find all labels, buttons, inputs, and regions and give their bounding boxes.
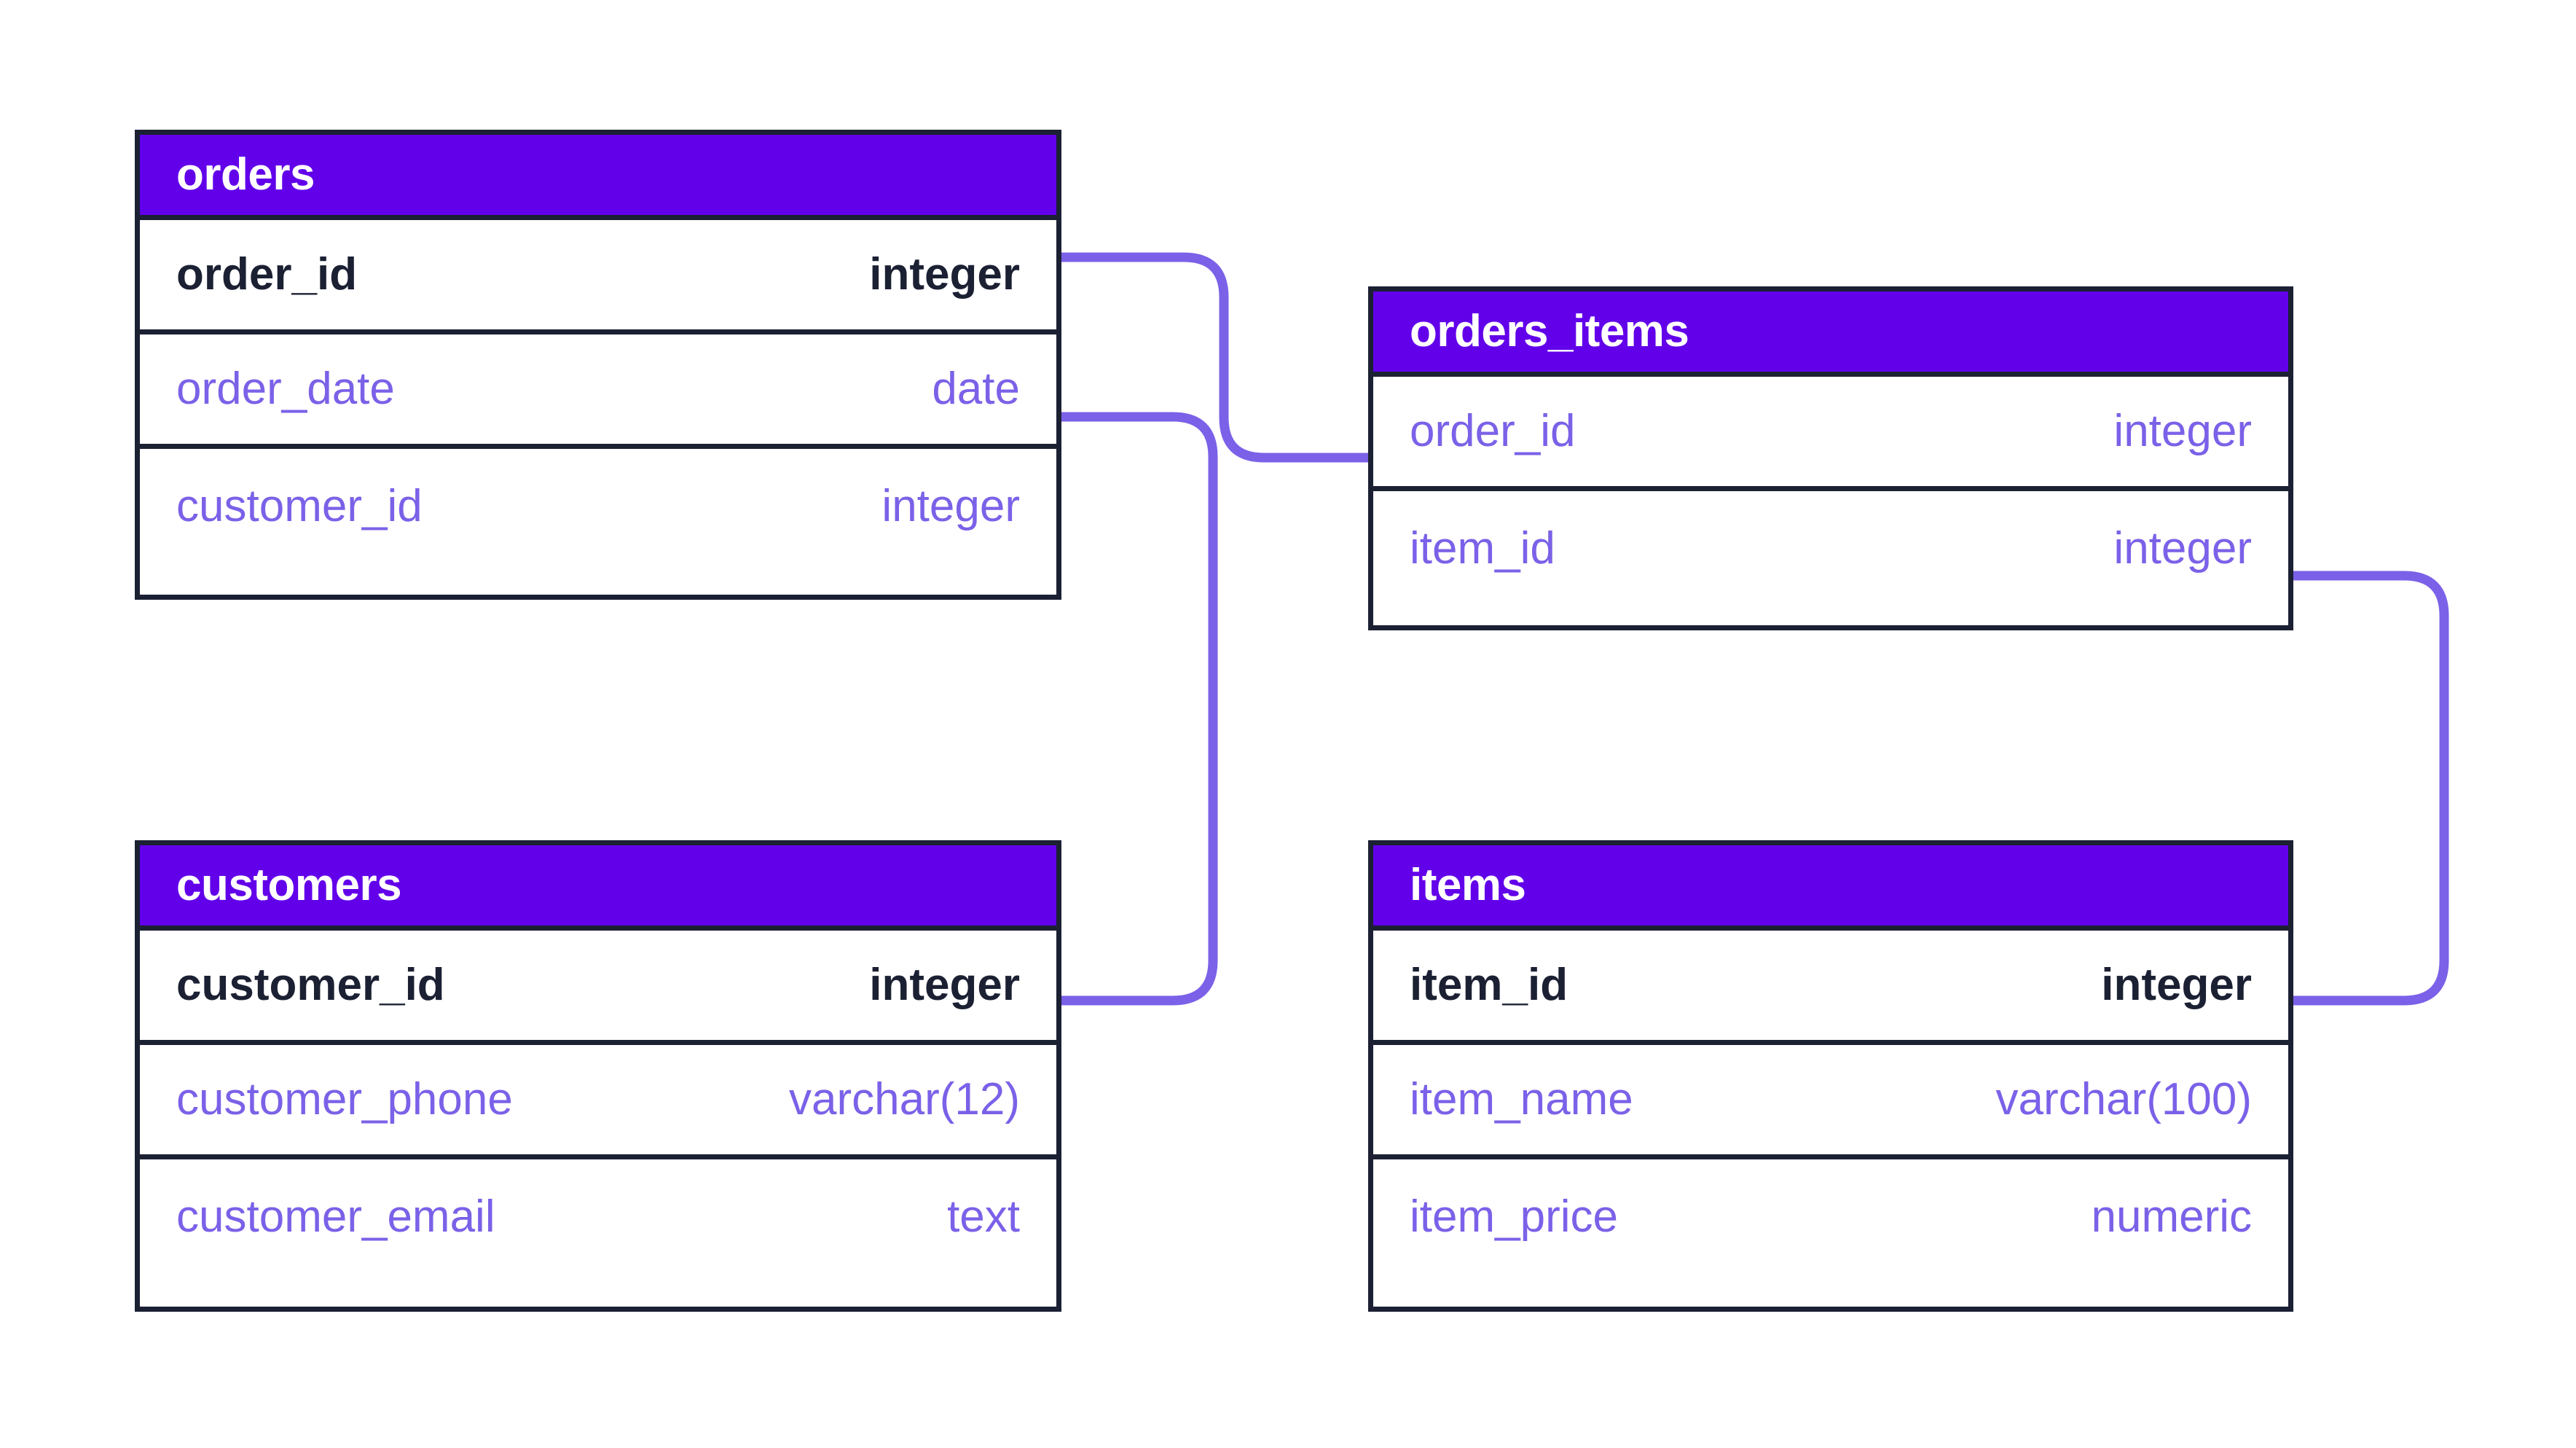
field-type-orders-items-item-id: integer [2113, 523, 2252, 574]
entity-table-customers[interactable]: customers customer_id integer customer_p… [135, 840, 1061, 1312]
field-row-orders-order-id[interactable]: order_id integer [140, 220, 1056, 334]
field-name-order-date: order_date [176, 364, 395, 414]
field-type-customers-customer-id: integer [869, 960, 1020, 1010]
field-type-orders-items-order-id: integer [2113, 406, 2252, 456]
field-row-items-item-name[interactable]: item_name varchar(100) [1373, 1045, 2288, 1159]
field-type-items-item-id: integer [2101, 960, 2252, 1010]
entity-header-orders[interactable]: orders [140, 135, 1056, 220]
field-name-item-price: item_price [1410, 1191, 1618, 1242]
field-name-item-name: item_name [1410, 1074, 1633, 1124]
field-row-orders-items-item-id[interactable]: item_id integer [1373, 491, 2288, 606]
field-type-customer-email: text [947, 1191, 1020, 1242]
field-row-orders-order-date[interactable]: order_date date [140, 334, 1056, 449]
field-type-order-date: date [932, 364, 1020, 414]
entity-header-items[interactable]: items [1373, 845, 2288, 931]
entity-title-orders-items: orders_items [1410, 306, 1689, 356]
field-name-items-item-id: item_id [1410, 960, 1568, 1010]
field-type-orders-customer-id: integer [881, 480, 1020, 531]
relationship-orders-to-orders-items [1061, 252, 1368, 463]
entity-title-orders: orders [176, 149, 315, 200]
field-name-orders-customer-id: customer_id [176, 480, 423, 531]
entity-header-orders-items[interactable]: orders_items [1373, 291, 2288, 377]
field-row-customers-customer-email[interactable]: customer_email text [140, 1159, 1056, 1274]
field-row-customers-customer-id[interactable]: customer_id integer [140, 931, 1056, 1045]
entity-title-customers: customers [176, 860, 402, 910]
entity-table-orders[interactable]: orders order_id integer order_date date … [135, 130, 1061, 600]
entity-table-orders-items[interactable]: orders_items order_id integer item_id in… [1368, 286, 2293, 630]
field-type-item-name: varchar(100) [1995, 1074, 2252, 1124]
field-row-customers-customer-phone[interactable]: customer_phone varchar(12) [140, 1045, 1056, 1159]
field-row-items-item-id[interactable]: item_id integer [1373, 931, 2288, 1045]
entity-title-items: items [1410, 860, 1526, 910]
field-name-customer-phone: customer_phone [176, 1074, 513, 1124]
field-name-orders-items-order-id: order_id [1410, 406, 1576, 456]
field-row-orders-items-order-id[interactable]: order_id integer [1373, 377, 2288, 491]
field-row-orders-customer-id[interactable]: customer_id integer [140, 449, 1056, 563]
field-row-items-item-price[interactable]: item_price numeric [1373, 1159, 2288, 1274]
relationship-orders-items-to-items [2293, 571, 2449, 1006]
field-type-item-price: numeric [2091, 1191, 2252, 1242]
entity-header-customers[interactable]: customers [140, 845, 1056, 931]
field-name-customers-customer-id: customer_id [176, 960, 445, 1010]
relationship-orders-to-customers [1061, 412, 1218, 1006]
field-type-order-id: integer [869, 249, 1020, 300]
field-name-customer-email: customer_email [176, 1191, 495, 1242]
field-name-orders-items-item-id: item_id [1410, 523, 1555, 574]
entity-table-items[interactable]: items item_id integer item_name varchar(… [1368, 840, 2293, 1312]
field-name-order-id: order_id [176, 249, 358, 300]
field-type-customer-phone: varchar(12) [789, 1074, 1020, 1124]
